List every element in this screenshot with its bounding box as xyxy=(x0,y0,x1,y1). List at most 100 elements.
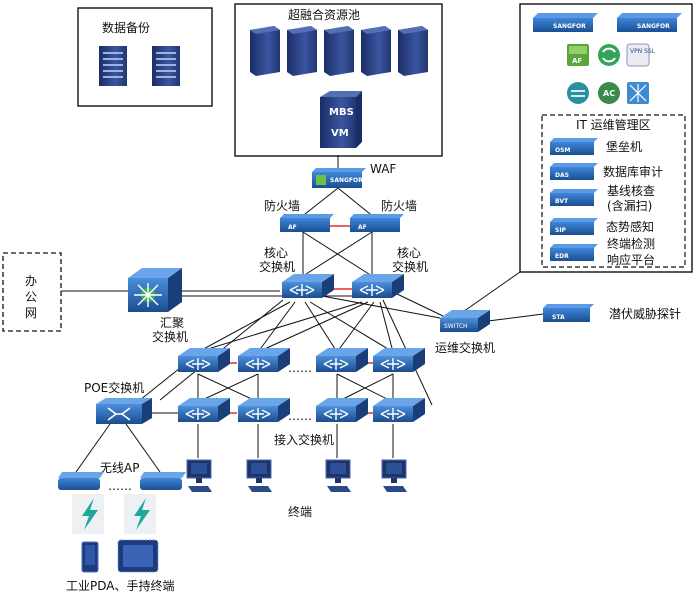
brand-text: SANGFOR xyxy=(553,23,586,30)
resource-pool-title: 超融合资源池 xyxy=(288,7,360,22)
firewall-right-label: 防火墙 xyxy=(381,198,417,213)
security-zone-border xyxy=(519,3,693,273)
sta-probe-device: STA xyxy=(543,304,594,322)
network-grid-icon xyxy=(627,82,649,104)
ap-ellipsis: …… xyxy=(108,479,132,493)
it-item-osm: OSM 堡垒机 xyxy=(550,138,642,155)
it-ops-border xyxy=(541,114,686,268)
mbs-vm-appliance-icon: MBS VM xyxy=(320,91,362,148)
backup-server-icon xyxy=(99,46,127,86)
firewall-right-af: AF xyxy=(358,224,367,231)
firewall-left-device: AF xyxy=(280,214,334,232)
it-item-name: 数据库审计 xyxy=(603,164,663,179)
office-network-zone: 办 公 网 xyxy=(2,252,62,332)
core-left-label-line2: 交换机 xyxy=(259,259,295,274)
mbs-label: MBS xyxy=(329,107,354,118)
core-switch-left xyxy=(282,274,334,298)
terminal-pc-icon xyxy=(186,459,212,492)
it-item-sip: SIP 态势感知 xyxy=(550,218,654,235)
security-zone: SANGFOR SANGFOR AF VPN SSL AC xyxy=(519,3,693,273)
it-item-name: 终端检测 xyxy=(607,236,655,251)
it-item-name-sub: (含漏扫) xyxy=(607,198,652,213)
sta-label: 潜伏威胁探针 xyxy=(609,306,681,321)
resource-pool-border xyxy=(234,3,443,157)
it-item-name: 态势感知 xyxy=(606,219,654,234)
backup-zone-title: 数据备份 xyxy=(102,20,150,35)
backup-server-icon xyxy=(152,46,180,86)
access-switch xyxy=(316,348,368,372)
aggregation-label-line2: 交换机 xyxy=(152,329,188,344)
sangfor-device-icon: SANGFOR xyxy=(533,13,598,32)
ac-icon-text: AC xyxy=(603,89,615,98)
it-item-bvt: BVT 基线核查 (含漏扫) xyxy=(550,184,655,213)
vpn-ssl-text: VPN SSL xyxy=(630,48,656,55)
server-icon xyxy=(324,26,354,76)
access-switch xyxy=(178,398,230,422)
server-icon xyxy=(287,26,317,76)
poe-switch xyxy=(96,398,152,424)
sync-icon xyxy=(598,44,620,66)
ac-icon: AC xyxy=(598,82,620,104)
handheld-terminal-icon xyxy=(117,539,159,573)
pool-server-icons xyxy=(250,26,428,76)
terminal-pc-icon xyxy=(246,459,272,492)
aggregation-label: 汇聚 交换机 xyxy=(152,316,188,344)
access-switch xyxy=(178,348,230,372)
core-right-label-line1: 核心 xyxy=(397,246,421,260)
core-switch-right xyxy=(352,274,404,298)
vm-label: VM xyxy=(331,128,349,139)
office-network-border xyxy=(2,252,62,332)
it-ops-title: IT 运维管理区 xyxy=(576,117,651,132)
access-switch-label: 接入交换机 xyxy=(274,432,334,447)
vpn-ssl-icon: VPN SSL xyxy=(626,43,656,67)
sangfor-device-icon: SANGFOR xyxy=(617,13,682,32)
terminal-label: 终端 xyxy=(288,504,312,519)
pda-label: 工业PDA、手持终端 xyxy=(66,578,174,593)
it-item-name: 基线核查 xyxy=(607,184,655,198)
core-right-label: 核心 交换机 xyxy=(392,246,428,274)
shield-icon xyxy=(567,82,589,104)
firewall-right-device: AF xyxy=(350,214,404,232)
it-item-name-sub: 响应平台 xyxy=(607,252,655,267)
wireless-ap-device xyxy=(140,472,186,490)
server-icon xyxy=(361,26,391,76)
wireless-ap-device xyxy=(58,472,104,490)
office-line3: 网 xyxy=(25,306,37,320)
terminal-pc-icon xyxy=(325,459,351,492)
access-ellipsis-top: …… xyxy=(288,361,312,375)
waf-device: SANGFOR WAF xyxy=(312,162,396,188)
server-icon xyxy=(398,26,428,76)
access-switch xyxy=(373,348,425,372)
access-switch xyxy=(373,398,425,422)
ops-switch: SWITCH xyxy=(440,310,490,332)
pda-device-icon xyxy=(81,541,99,573)
it-item-tag: BVT xyxy=(555,198,569,205)
wireless-signal-icon xyxy=(124,494,156,534)
access-switch xyxy=(316,398,368,422)
aggregation-label-line1: 汇聚 xyxy=(160,316,184,330)
aggregation-switch xyxy=(128,268,182,312)
resource-pool-zone: 超融合资源池 xyxy=(234,3,443,157)
ops-switch-label: 运维交换机 xyxy=(435,340,495,355)
core-right-label-line2: 交换机 xyxy=(392,259,428,274)
firewall-left-af: AF xyxy=(288,224,297,231)
wireless-ap-label: 无线AP xyxy=(100,461,139,475)
it-item-tag: EDR xyxy=(555,253,569,260)
office-line2: 公 xyxy=(25,290,37,304)
af-icon-text: AF xyxy=(572,57,582,65)
it-item-name: 堡垒机 xyxy=(606,139,642,154)
access-switch xyxy=(238,348,290,372)
waf-brand: SANGFOR xyxy=(330,177,363,184)
access-switch xyxy=(238,398,290,422)
brand-text: SANGFOR xyxy=(637,23,670,30)
it-item-tag: DAS xyxy=(555,172,569,179)
waf-label: WAF xyxy=(370,162,396,176)
it-item-edr: EDR 终端检测 响应平台 xyxy=(550,236,655,267)
it-item-tag: OSM xyxy=(555,147,570,154)
wireless-signal-icon xyxy=(72,494,104,534)
core-left-label-line1: 核心 xyxy=(264,246,288,260)
poe-switch-label: POE交换机 xyxy=(84,380,144,395)
it-ops-zone: IT 运维管理区 OSM 堡垒机 DAS 数据库审计 BVT 基线核查 (含漏扫… xyxy=(541,114,686,268)
